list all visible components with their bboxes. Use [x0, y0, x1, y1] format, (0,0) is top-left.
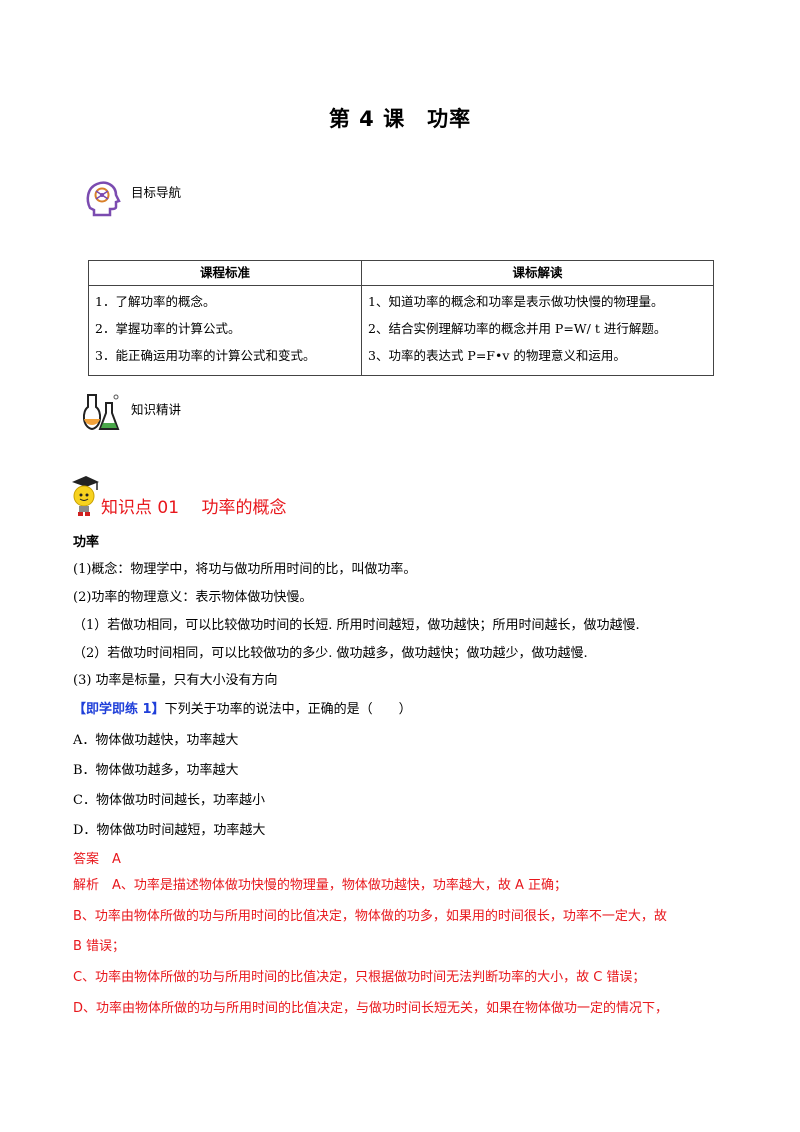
knowledge-point-title: 知识点 01 功率的概念: [101, 498, 287, 518]
text-line: （1）若做功相同，可以比较做功时间的长短. 所用时间越短，做功越快；所用时间越长…: [73, 618, 640, 633]
text-line: (1)概念：物理学中，将功与做功所用时间的比，叫做功率。: [73, 562, 417, 577]
option-b: B．物体做功越多，功率越大: [73, 763, 239, 778]
analysis-line: B 错误；: [73, 939, 126, 954]
option-d: D．物体做功时间越短，功率越大: [73, 823, 266, 838]
interpretation-list: 1、知道功率的概念和功率是表示做功快慢的物理量。 2、结合实例理解功率的概念并用…: [361, 285, 714, 376]
list-item: 2．掌握功率的计算公式。: [95, 321, 241, 336]
text-line: (3) 功率是标量，只有大小没有方向: [73, 673, 278, 688]
list-item: 3．能正确运用功率的计算公式和变式。: [95, 348, 316, 363]
option-a: A．物体做功越快，功率越大: [73, 733, 239, 748]
text-line: （2）若做功时间相同，可以比较做功的多少. 做功越多，做功越快；做功越少，做功越…: [73, 646, 588, 661]
nav-label: 目标导航: [131, 185, 182, 200]
analysis-line: B、功率由物体所做的功与所用时间的比值决定，物体做的功多，如果用的时间很长，功率…: [73, 909, 667, 924]
exercise-question: 下列关于功率的说法中，正确的是（ ）: [164, 702, 412, 717]
option-c: C．物体做功时间越长，功率越小: [73, 793, 265, 808]
exercise-tag: 【即学即练 1】: [73, 702, 165, 717]
lightbulb-cap-icon: [68, 474, 100, 518]
answer: 答案 A: [73, 852, 121, 867]
flask-icon: [80, 391, 122, 435]
knowledge-label: 知识精讲: [131, 402, 182, 417]
table-header-standard: 课程标准: [88, 260, 362, 286]
list-item: 3、功率的表达式 P=F•v 的物理意义和运用。: [368, 348, 626, 363]
analysis-line: C、功率由物体所做的功与所用时间的比值决定，只根据做功时间无法判断功率的大小，故…: [73, 970, 646, 985]
text-line: (2)功率的物理意义：表示物体做功快慢。: [73, 590, 313, 605]
table-header-interpretation: 课标解读: [361, 260, 714, 286]
standards-table: 课程标准 课标解读 1．了解功率的概念。 2．掌握功率的计算公式。 3．能正确运…: [88, 260, 714, 376]
head-brain-icon: [82, 178, 122, 218]
analysis-line: 解析 A、功率是描述物体做功快慢的物理量，物体做功越快，功率越大，故 A 正确；: [73, 878, 568, 893]
standards-list: 1．了解功率的概念。 2．掌握功率的计算公式。 3．能正确运用功率的计算公式和变…: [88, 285, 362, 376]
exercise: 【即学即练 1】下列关于功率的说法中，正确的是（ ）: [73, 698, 412, 717]
analysis-line: D、功率由物体所做的功与所用时间的比值决定，与做功时间长短无关，如果在物体做功一…: [73, 1001, 669, 1016]
list-item: 1．了解功率的概念。: [95, 294, 216, 309]
section-heading: 功率: [73, 535, 100, 550]
list-item: 2、结合实例理解功率的概念并用 P=W/ t 进行解题。: [368, 321, 667, 336]
list-item: 1、知道功率的概念和功率是表示做功快慢的物理量。: [368, 294, 664, 309]
page-title: 第 4 课 功率: [328, 107, 472, 131]
